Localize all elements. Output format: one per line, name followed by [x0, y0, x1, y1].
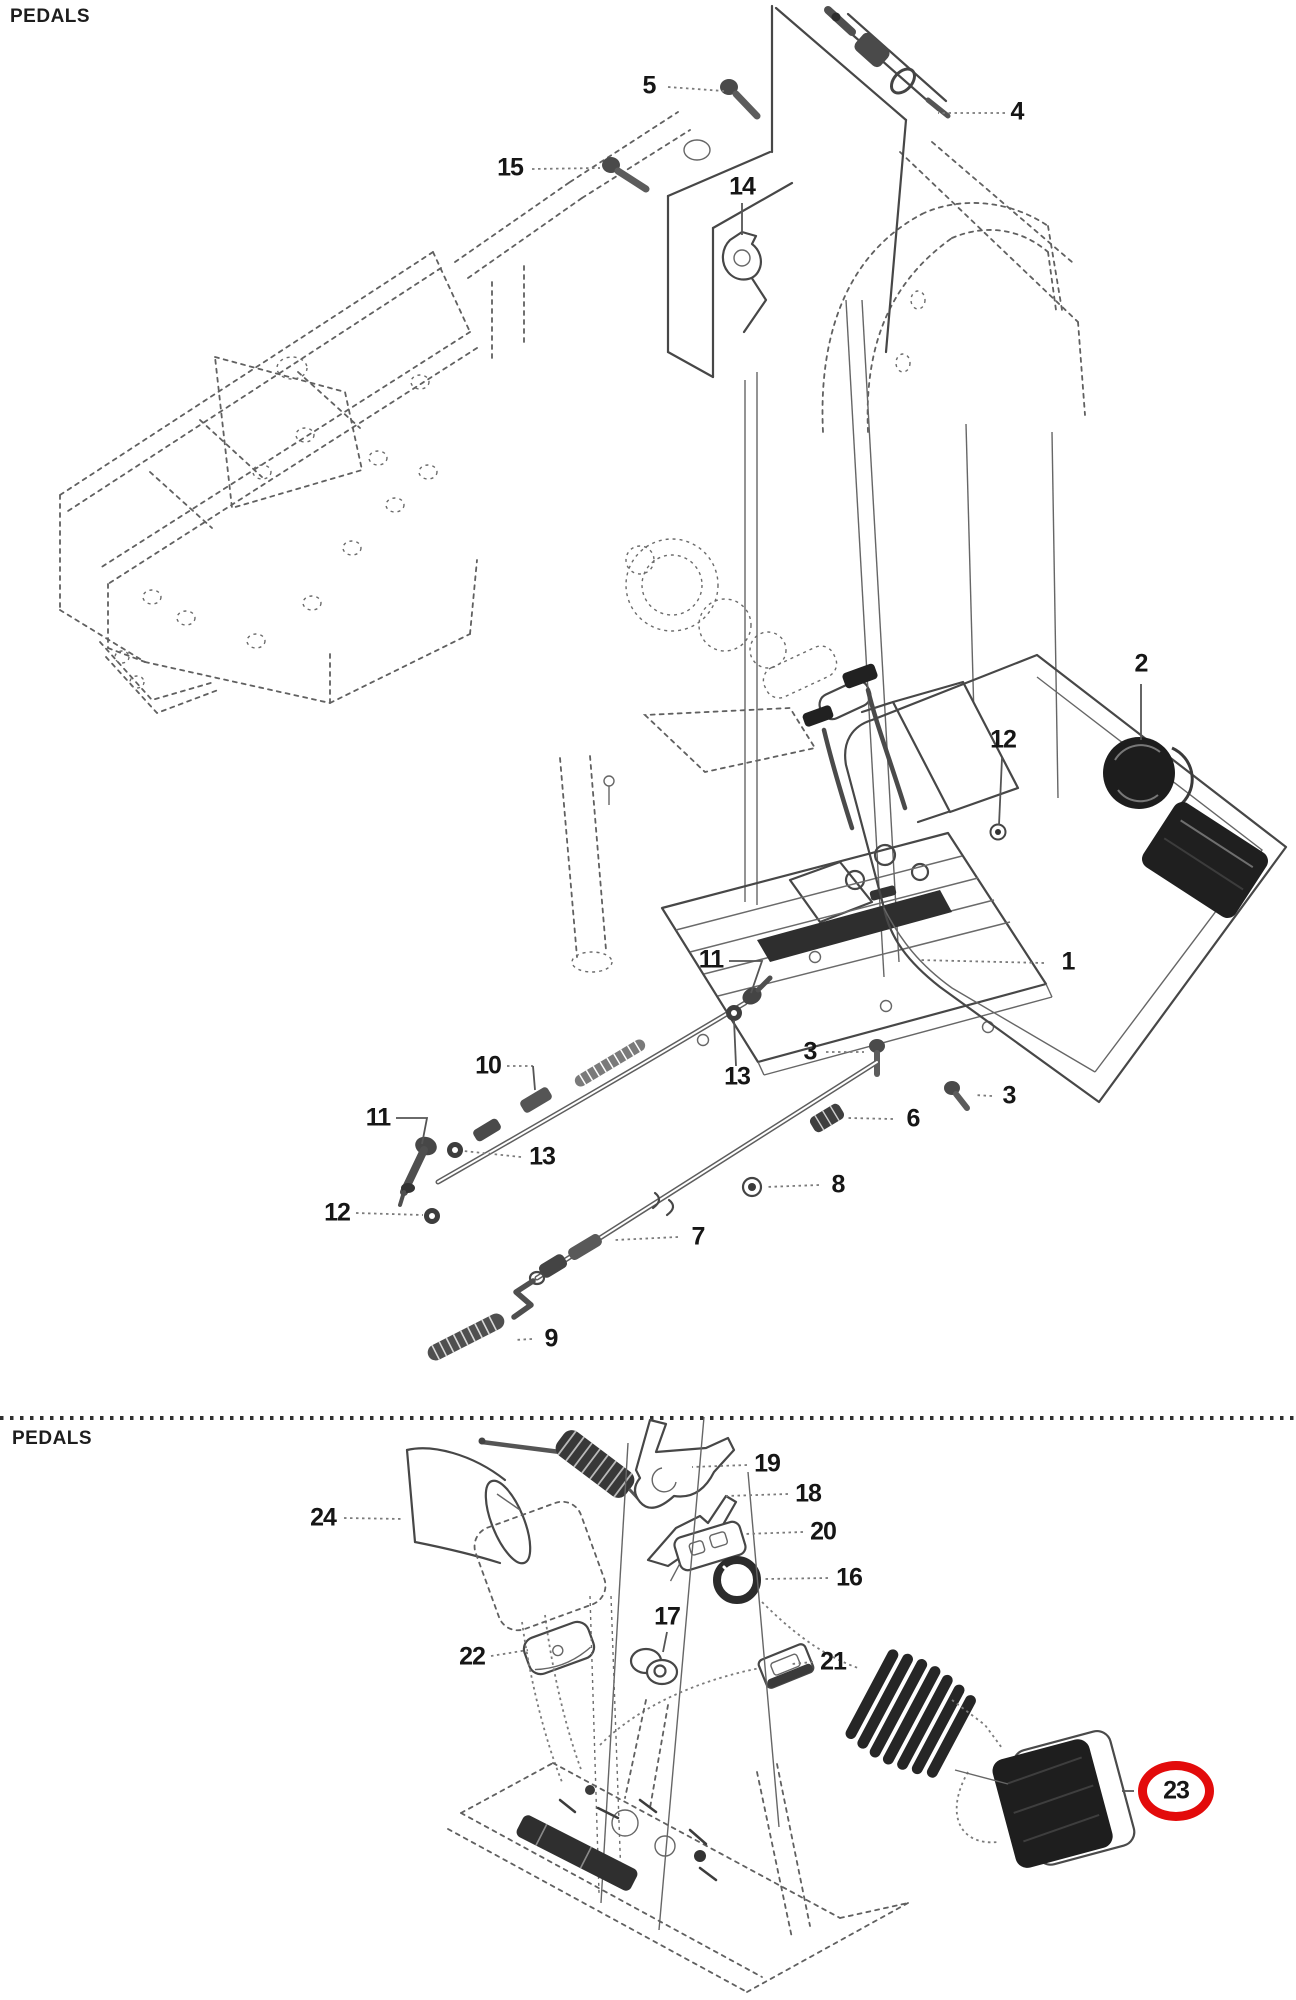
nut-12-upper [989, 823, 1007, 841]
leader-lines-top [355, 86, 1142, 1341]
pedal-pad-top [1142, 802, 1268, 918]
callout-24: 24 [310, 1503, 337, 1532]
floor-panel [844, 653, 1288, 1104]
bottom-diagram [343, 1416, 1136, 1993]
callout-22: 22 [459, 1642, 486, 1671]
callout-12: 12 [324, 1198, 351, 1227]
callout-11: 11 [365, 1103, 391, 1132]
callout-19: 19 [754, 1449, 781, 1478]
callout-8: 8 [831, 1170, 846, 1199]
callout-13: 13 [724, 1062, 751, 1091]
callout-4: 4 [1010, 97, 1025, 126]
bolt-5 [720, 79, 761, 120]
top-section-title: PEDALS [10, 6, 91, 27]
callout-14: 14 [729, 172, 756, 201]
callout-9: 9 [544, 1324, 559, 1353]
bottom-section-title: PEDALS [12, 1428, 93, 1449]
projection-rods [744, 299, 1059, 978]
highlight-ring [1138, 1761, 1214, 1821]
callout-20: 20 [810, 1517, 837, 1546]
bellows-boot [845, 1649, 976, 1778]
return-spring-rod [478, 1430, 645, 1506]
bolt-3b [944, 1081, 970, 1111]
callout-6: 6 [906, 1104, 921, 1133]
part-24-sleeve [405, 1447, 532, 1565]
console-tower [666, 4, 908, 379]
callout-23: 23 [1163, 1776, 1190, 1805]
part-14-latch [721, 230, 762, 281]
cable-10 [398, 975, 773, 1224]
callout-12: 12 [990, 725, 1017, 754]
callout-21: 21 [820, 1647, 847, 1676]
callout-3: 3 [1002, 1081, 1017, 1110]
callout-18: 18 [795, 1479, 822, 1508]
floor-plate-ghost [447, 1699, 909, 1993]
brake-cluster-ghost [559, 538, 872, 973]
callout-11: 11 [698, 945, 724, 974]
fender-tube-ghost [821, 141, 1086, 433]
part-4-rod [824, 6, 951, 119]
pedal-assembly [660, 663, 1053, 1076]
spring-9 [427, 1313, 505, 1361]
callout-1: 1 [1061, 947, 1076, 976]
part-23-pedal-pad [992, 1729, 1136, 1868]
leader-lines-bottom [343, 1464, 1134, 1792]
callout-10: 10 [475, 1051, 502, 1080]
callout-13: 13 [529, 1142, 556, 1171]
part-17-roller [629, 1647, 679, 1686]
knob-2 [1103, 737, 1175, 809]
construction-lines-bottom [473, 1416, 1009, 1931]
callout-7: 7 [691, 1222, 706, 1251]
callout-15: 15 [497, 153, 524, 182]
callout-5: 5 [642, 71, 657, 100]
callout-17: 17 [654, 1602, 681, 1631]
callout-3: 3 [803, 1037, 818, 1066]
top-diagram [59, 4, 1288, 1361]
part-22-pad [522, 1620, 596, 1676]
callout-16: 16 [836, 1563, 863, 1592]
callout-2: 2 [1134, 649, 1149, 678]
bolt-15 [602, 157, 650, 193]
part-19-bracket [633, 1418, 736, 1509]
rod-7 [427, 1059, 880, 1361]
chassis-frame-ghost [59, 111, 691, 715]
part-21-clip [757, 1643, 815, 1689]
